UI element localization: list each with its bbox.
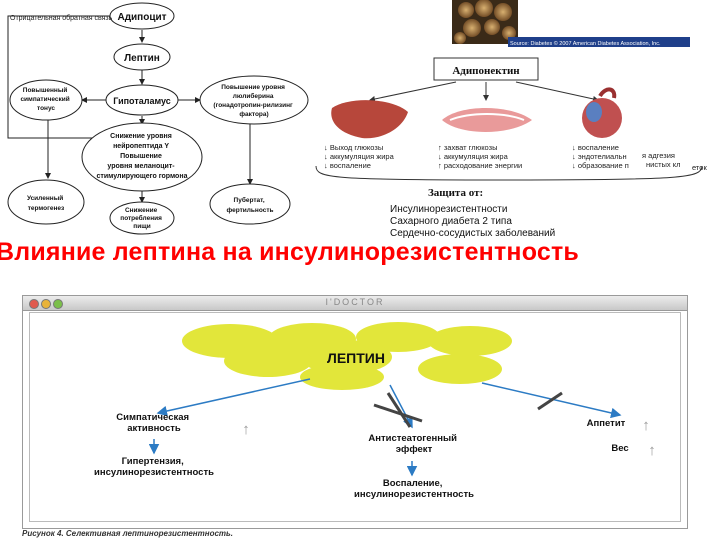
leptin-resistance-diagram: ЛЕПТИН Симпатическая активность — [94, 322, 656, 500]
vessel-image — [582, 87, 622, 138]
close-dot-icon[interactable] — [29, 299, 39, 309]
up-arrow-icon: ↑ — [242, 421, 250, 438]
weight-label: Вес — [611, 443, 628, 454]
vessel-effects: ↓ воспаление ↓ эндотелиальн ↓ образовани… — [572, 143, 629, 170]
adipose-tissue-image — [452, 0, 518, 44]
up-arrow-icon: ↑ — [642, 417, 650, 434]
liver-effects: ↓ Выход глюкозы ↓ аккумуляция жира ↓ вос… — [324, 143, 396, 170]
thermogenesis-node: Усиленный термогенез — [27, 194, 65, 212]
muscle-image — [442, 108, 532, 132]
window-title: I'DOCTOR — [325, 297, 385, 307]
npy-node: Снижение уровня нейропептида Y Повышение… — [97, 133, 188, 180]
up-arrow-icon: ↑ — [648, 442, 656, 459]
hypothalamus-node: Гипоталамус — [113, 96, 171, 106]
protection-brace — [315, 165, 703, 181]
hypertension-result: Гипертензия, инсулинорезистентность — [94, 456, 214, 478]
minimize-dot-icon[interactable] — [41, 299, 51, 309]
protection-item: Инсулинорезистентности — [390, 204, 507, 215]
leptin-feedback-diagram: Отрицательная обратная связь Адипоцит Ле… — [7, 2, 309, 235]
appetite-label: Аппетит — [587, 418, 626, 429]
zoom-dot-icon[interactable] — [53, 299, 63, 309]
leptin-cluster — [182, 322, 512, 390]
antisteatogenic-effect: Антистеатогенный эффект — [368, 433, 459, 455]
gnrh-node: Повышение уровня люлиберина (гонадотропи… — [213, 84, 294, 118]
adiponectin-diagram: Source: Diabetes © 2007 American Diabete… — [315, 0, 707, 239]
food-intake-node: Снижение потребления пищи — [120, 207, 163, 230]
sympathetic-node: Повышенный симпатический тонус — [20, 86, 71, 112]
leptin-node: Лептин — [124, 53, 160, 64]
window-content: ЛЕПТИН Симпатическая активность — [29, 312, 681, 522]
liver-image — [331, 100, 408, 139]
protection-item: Сахарного диабета 2 типа — [390, 215, 512, 227]
muscle-effects: ↑ захват глюкозы ↓ аккумуляция жира ↑ ра… — [438, 143, 522, 170]
slide-title: Влияние лептина на инсулинорезистентност… — [0, 238, 579, 266]
feedback-label: Отрицательная обратная связь — [10, 14, 113, 22]
blocked-pathway-crosses — [373, 391, 563, 428]
vessel-effects-extra: я адгезия нистых кл еток — [642, 151, 707, 172]
puberty-node: Пубертат, фертильность — [226, 196, 273, 214]
leptin-label: ЛЕПТИН — [327, 350, 385, 366]
protection-item: Сердечно-сосудистых заболеваний — [390, 227, 555, 239]
adiponectin-box — [433, 57, 539, 81]
source-credit: Source: Diabetes © 2007 American Diabete… — [510, 40, 661, 47]
window-titlebar: I'DOCTOR — [23, 296, 687, 311]
protection-title: Защита от: — [428, 187, 483, 199]
inflammation-result: Воспаление, инсулинорезистентность — [354, 478, 474, 500]
adipocyte-node: Адипоцит — [117, 12, 166, 23]
selective-leptin-resistance-window: I'DOCTOR ЛЕПТИН — [22, 295, 688, 529]
sympathetic-activity: Симпатическая активность — [116, 412, 191, 434]
figure-caption: Рисунок 4. Селективная лептинорезистентн… — [22, 529, 233, 538]
adiponectin-label: Адипонектин — [452, 65, 520, 77]
